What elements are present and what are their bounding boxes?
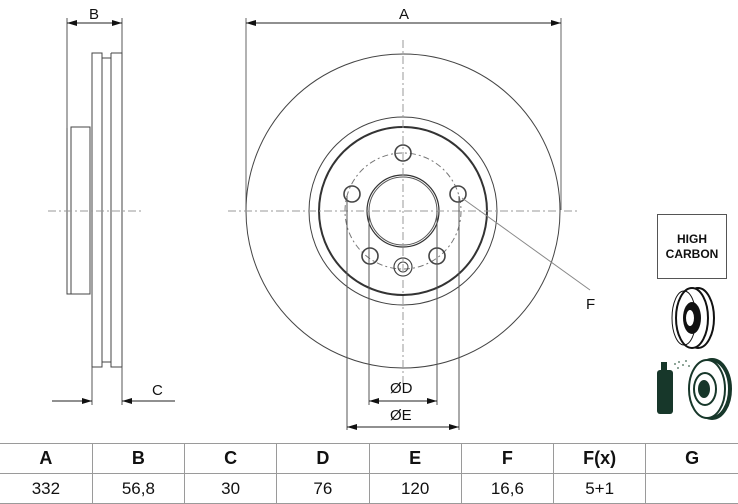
spec-table-header-row: A B C D E F F(x) G xyxy=(0,443,738,474)
header-a: A xyxy=(0,443,93,474)
vented-disc-icon xyxy=(671,287,715,349)
value-g xyxy=(645,473,738,504)
dimension-label-a: A xyxy=(399,6,410,23)
header-d: D xyxy=(276,443,370,474)
value-e: 120 xyxy=(368,473,462,504)
dimension-label-b: B xyxy=(89,6,100,23)
brake-disc-technical-drawing xyxy=(48,18,732,430)
value-b: 56,8 xyxy=(91,473,186,504)
header-c: C xyxy=(183,443,278,474)
value-d: 76 xyxy=(276,473,370,504)
header-fx: F(x) xyxy=(552,443,647,474)
front-view xyxy=(228,18,591,430)
header-g: G xyxy=(645,443,738,474)
dimension-label-e: ØE xyxy=(390,407,412,424)
dimension-label-f: F xyxy=(586,296,596,313)
value-f: 16,6 xyxy=(460,473,555,504)
coated-disc-spray-icon xyxy=(657,358,732,420)
badge-line-1: HIGH xyxy=(676,231,707,246)
spec-table-value-row: 332 56,8 30 76 120 16,6 5+1 xyxy=(0,473,738,504)
value-a: 332 xyxy=(0,473,93,504)
header-b: B xyxy=(91,443,186,474)
high-carbon-badge: HIGH CARBON xyxy=(657,214,727,279)
value-fx: 5+1 xyxy=(552,473,647,504)
side-view xyxy=(48,18,175,405)
value-c: 30 xyxy=(183,473,278,504)
badge-line-2: CARBON xyxy=(665,246,719,261)
dimension-label-c: C xyxy=(152,382,163,399)
header-f: F xyxy=(460,443,555,474)
spec-table: A B C D E F F(x) G 332 56,8 30 76 120 16… xyxy=(0,443,738,504)
header-e: E xyxy=(368,443,462,474)
dimension-label-d: ØD xyxy=(390,380,413,397)
